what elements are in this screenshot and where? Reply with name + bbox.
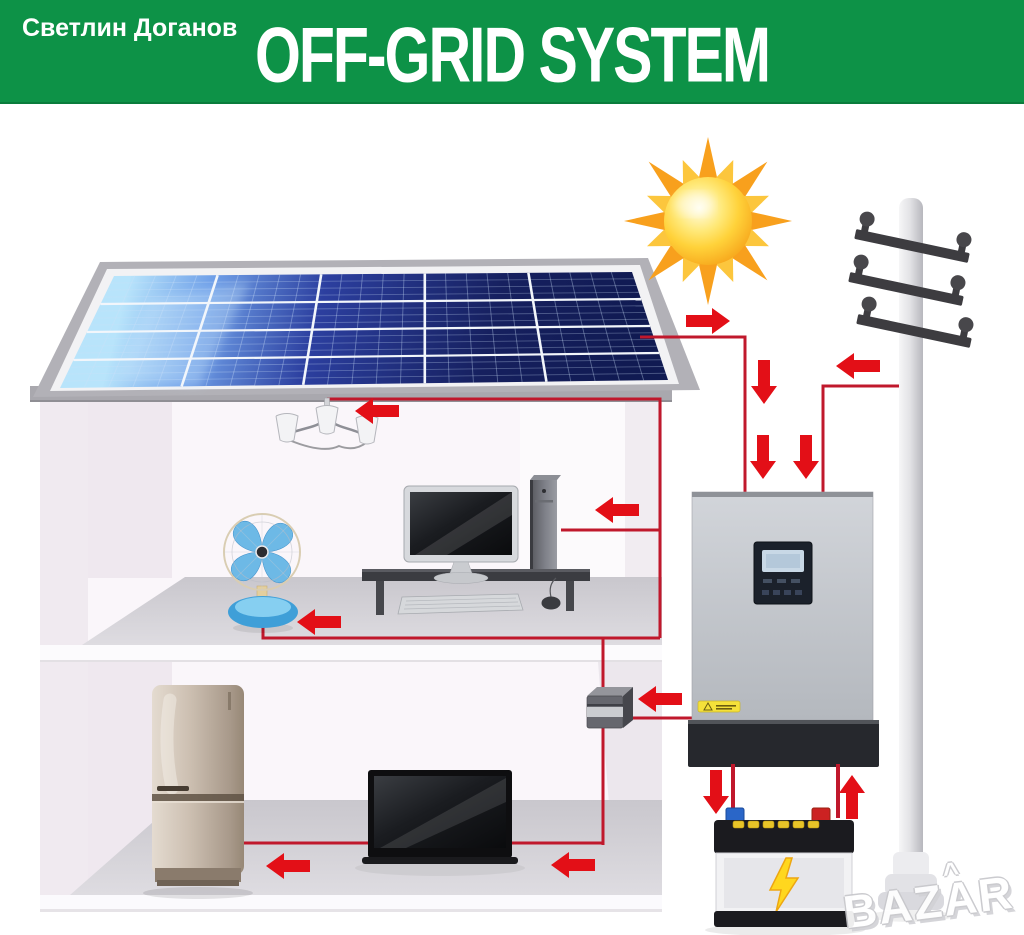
page-title: OFF-GRID SYSTEM — [254, 11, 771, 99]
flow-arrow-grid-in — [836, 353, 880, 379]
keyboard — [397, 593, 524, 615]
sun — [624, 137, 792, 305]
flow-arrow-battery-charge — [703, 770, 729, 814]
wire-pole-to-inverter — [821, 384, 912, 492]
hybrid-inverter — [688, 491, 879, 767]
inverter-control-panel — [753, 541, 813, 605]
pc-monitor — [403, 485, 519, 584]
sun-rays — [624, 137, 792, 305]
flow-arrow-panel-out — [686, 308, 730, 334]
lightning-bolt-icon — [768, 857, 800, 913]
mouse — [541, 577, 561, 610]
solar-panel — [60, 272, 668, 388]
fan-blades — [230, 520, 294, 584]
flow-arrow-inverter-in-left — [750, 435, 776, 479]
wire-ceiling-run — [327, 397, 662, 638]
solar-cell-grid — [63, 272, 666, 388]
crossarm-top — [854, 211, 972, 263]
battery-terminal-positive — [811, 807, 831, 823]
author-watermark: Светлин Доганов — [22, 14, 238, 42]
utility-pole — [848, 198, 974, 922]
flow-arrow-down-1 — [751, 360, 777, 404]
crossarm-middle — [848, 254, 966, 306]
battery — [705, 807, 865, 935]
crossarm-bottom — [856, 296, 974, 348]
flow-arrow-battery-discharge — [839, 775, 865, 819]
battery-terminal-negative — [725, 807, 745, 823]
refrigerator — [143, 685, 253, 899]
title-banner: OFF-GRID SYSTEM — [0, 0, 1024, 104]
desktop-computer — [362, 475, 590, 615]
television — [362, 770, 518, 864]
flow-arrow-inverter-in-right — [793, 435, 819, 479]
pc-tower — [530, 480, 557, 573]
wire-panel-to-inverter — [640, 335, 747, 492]
table-fan — [223, 513, 301, 633]
brand-accent-mark: ^ — [941, 856, 962, 889]
caution-label — [697, 700, 741, 713]
junction-box — [586, 687, 633, 729]
house — [30, 386, 672, 912]
